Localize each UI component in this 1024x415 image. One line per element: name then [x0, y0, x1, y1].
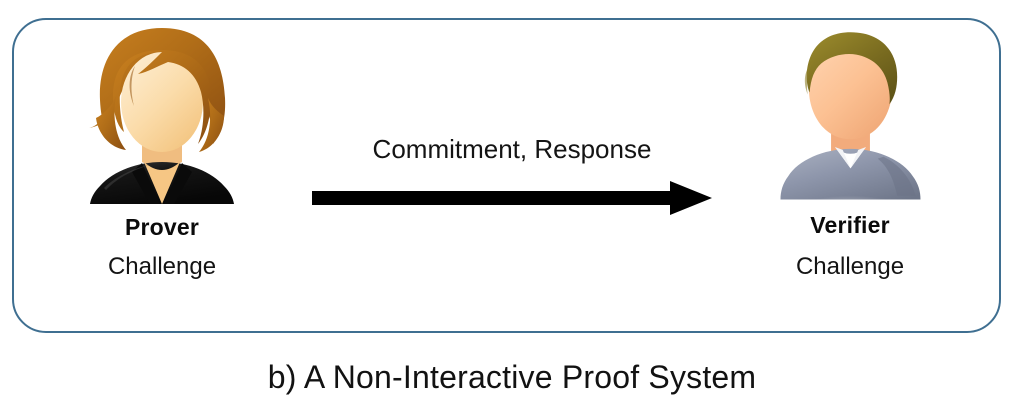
actor-prover: Prover Challenge [47, 22, 277, 279]
actor-verifier: Verifier Challenge [735, 22, 965, 279]
female-user-avatar-icon [89, 28, 234, 204]
prover-label: Prover [124, 214, 200, 240]
male-user-avatar-icon [780, 32, 920, 200]
message-group: Commitment, Response [312, 136, 712, 215]
prover-sublabel: Challenge [107, 253, 217, 280]
right-arrow-icon [312, 181, 712, 215]
verifier-sublabel: Challenge [795, 253, 905, 280]
verifier-label: Verifier [810, 212, 890, 238]
figure-caption: b) A Non-Interactive Proof System [267, 359, 757, 395]
message-label: Commitment, Response [372, 134, 652, 164]
